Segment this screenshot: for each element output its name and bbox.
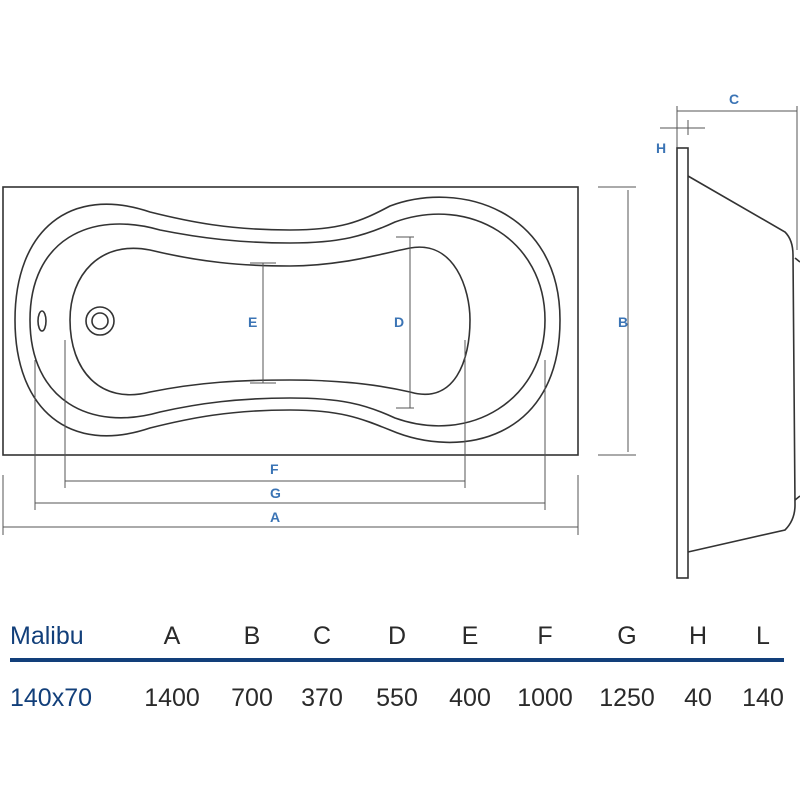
- bathtub-drawing: B E D F G A C H: [2, 91, 800, 579]
- value-cell: 1000: [517, 684, 573, 712]
- label-d: D: [394, 314, 404, 330]
- model-name: Malibu: [10, 622, 84, 650]
- side-feet: [794, 257, 800, 501]
- table-divider: [10, 658, 784, 662]
- drain-icon: [85, 306, 115, 336]
- header-cell: D: [387, 622, 407, 650]
- header-cell: E: [461, 622, 479, 650]
- model-size: 140x70: [10, 684, 93, 712]
- label-e: E: [248, 314, 257, 330]
- label-c: C: [729, 91, 739, 107]
- label-g: G: [270, 485, 281, 501]
- value-cell: 370: [301, 684, 343, 712]
- header-cell: G: [617, 622, 637, 650]
- header-cell: F: [537, 622, 553, 650]
- label-b: B: [618, 314, 628, 330]
- tub-outer-rim: [2, 186, 579, 456]
- header-cell: C: [312, 622, 332, 650]
- label-a: A: [270, 509, 280, 525]
- side-profile: [687, 175, 796, 553]
- header-cell: H: [688, 622, 708, 650]
- overflow-icon: [37, 310, 47, 332]
- label-f: F: [270, 461, 279, 477]
- header-cell: B: [243, 622, 261, 650]
- header-cell: A: [163, 622, 181, 650]
- value-cell: 40: [684, 684, 712, 712]
- value-cell: 400: [449, 684, 491, 712]
- value-cell: 1400: [144, 684, 200, 712]
- tub-outer-basin: [14, 196, 561, 444]
- header-cell: L: [756, 622, 770, 650]
- tub-inner-basin: [29, 213, 546, 427]
- value-cell: 550: [376, 684, 418, 712]
- side-rim: [676, 147, 689, 579]
- value-cell: 700: [231, 684, 273, 712]
- label-h: H: [656, 140, 666, 156]
- drain-inner-icon: [91, 312, 109, 330]
- value-cell: 140: [742, 684, 784, 712]
- value-cell: 1250: [599, 684, 655, 712]
